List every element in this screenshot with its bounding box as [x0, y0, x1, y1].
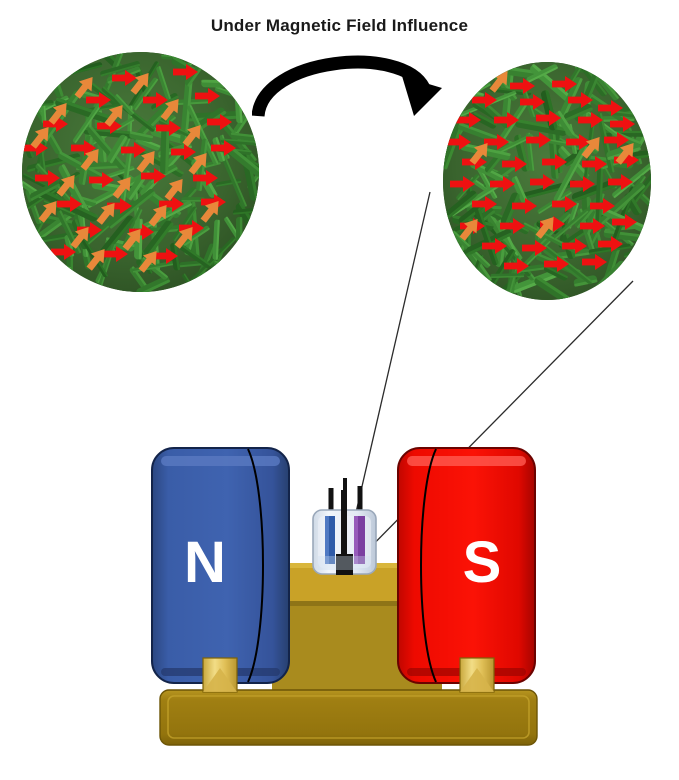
north-magnet: N	[151, 447, 290, 684]
counter-electrode	[325, 516, 335, 564]
base-bar	[159, 689, 538, 746]
substrate	[336, 554, 353, 575]
transition-arrow-icon	[252, 55, 442, 118]
sem-inset-aligned	[443, 62, 651, 300]
reference-electrode	[341, 490, 347, 558]
north-pole-label: N	[184, 530, 226, 595]
sem-texture-left	[22, 52, 259, 292]
sem-inset-random	[22, 52, 259, 292]
sem-texture-right	[443, 62, 651, 300]
working-electrode	[354, 516, 365, 564]
electromagnet-assembly: N S	[151, 447, 538, 746]
south-magnet: S	[397, 447, 536, 684]
south-pole-label: S	[463, 530, 502, 595]
figure-title: Under Magnetic Field Influence	[210, 16, 469, 35]
magnet-bracket-left	[202, 657, 238, 693]
electrochemical-cell	[312, 478, 377, 575]
magnet-bracket-right	[459, 657, 495, 693]
